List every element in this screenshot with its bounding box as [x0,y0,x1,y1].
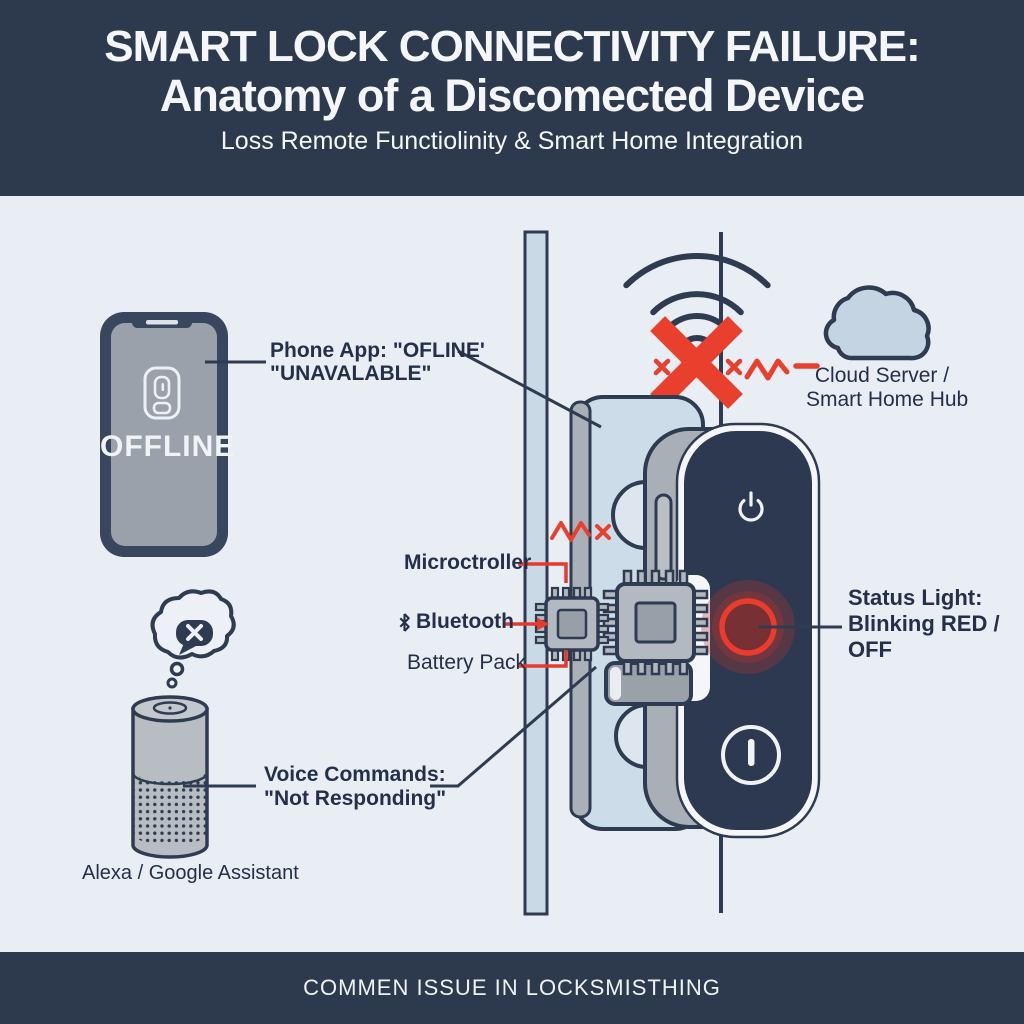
bluetooth-label-text: Bluetooth [416,610,514,633]
page-title-line1: SMART LOCK CONNECTIVITY FAILURE: [104,22,920,71]
diagram-artwork [100,230,931,916]
chat-error-icon [176,620,213,655]
microchip-large [602,569,709,676]
battery-callout-line [518,650,568,668]
door-frame-stripe [523,230,549,916]
cloud-server-label: Cloud Server / Smart Home Hub [806,364,969,412]
small-x-right-icon [725,358,743,376]
microcontroller-label: Microctroller [404,551,532,574]
bubble-trail-dot [169,661,185,677]
cloud-icon [823,285,931,361]
wifi-icon [623,253,771,347]
lock-app-icon [143,366,181,420]
phone-app-label-line1: Phone App: "OFLINE' [270,339,485,362]
phone-app-label-line2: "UNAVALABLE" [270,362,432,385]
speaker-grille [134,773,206,846]
small-x-left-icon [653,358,671,376]
phone-status-text: OFFLINE [100,430,236,463]
phone-callout-diagonal [457,349,602,429]
status-light-label-line1: Status Light: [848,585,983,610]
footer-band: COMMEN ISSUE IN LOCKSMISTHING [0,952,1024,1024]
status-light [701,580,795,674]
cloud-server-label-line2: Smart Home Hub [806,388,969,411]
bubble-trail-dot-small [166,677,178,689]
chip-zigzag-icon [550,521,591,542]
cloud-server-label-line1: Cloud Server / [814,364,950,387]
assistant-label: Alexa / Google Assistant [82,862,299,884]
voice-commands-label-line2: "Not Responding" [264,787,447,810]
disconnect-x-icon [650,316,743,409]
smart-speaker-illustration [131,695,209,859]
chip-x-icon [595,524,611,540]
microchip-small [534,586,610,662]
phone-screen [111,323,217,546]
bluetooth-icon [399,612,410,632]
bluetooth-label: Bluetooth [398,610,514,634]
phone-app-label: Phone App: "OFLINE' "UNAVALABLE" [270,339,485,385]
voice-commands-label-line1: Voice Commands: [264,763,446,786]
keyhole-button-icon [721,725,781,785]
phone-speaker-slot [146,320,178,325]
phone-illustration [100,312,228,557]
header-band [0,0,1024,196]
lock-antenna [654,493,673,581]
battery-pack-illustration [604,661,693,706]
voice-commands-label: Voice Commands: "Not Responding" [264,763,446,811]
status-light-label: Status Light: Blinking RED / OFF [848,585,1000,663]
power-icon [738,491,764,522]
status-light-label-line2: Blinking RED / [848,611,1000,636]
page-subtitle: Loss Remote Functiolinity & Smart Home I… [220,127,804,155]
voice-callout-diagonal [430,665,597,788]
page-title-line2: Anatomy of a Discomected Device [159,70,865,121]
microcontroller-callout-line [518,562,568,583]
footer-text: COMMEN ISSUE IN LOCKSMISTHING [303,975,721,1000]
battery-pack-label: Battery Pack [407,651,527,674]
bluetooth-arrow [504,617,549,631]
status-light-label-line3: OFF [848,637,892,662]
signal-break-zigzag [744,358,790,381]
